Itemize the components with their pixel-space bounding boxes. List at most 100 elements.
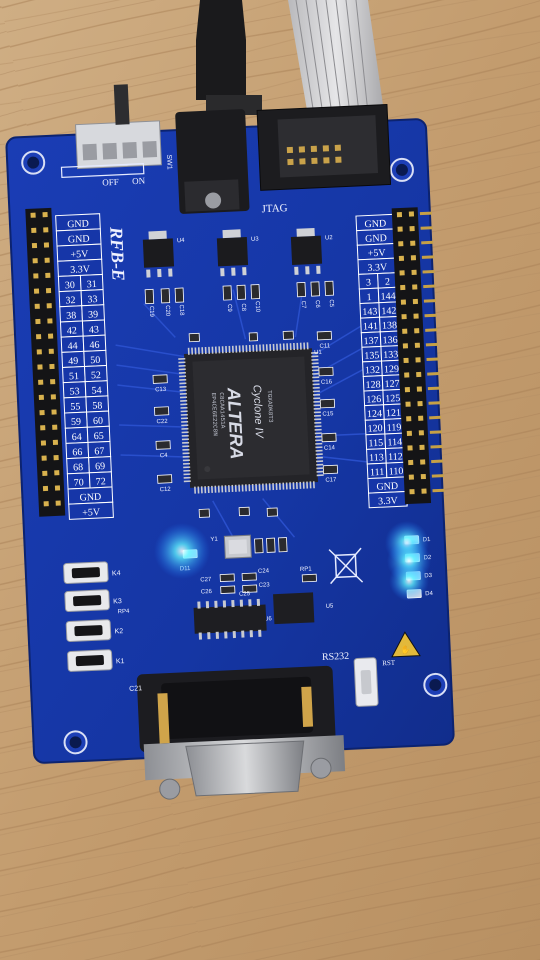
right-pin-number: 127 bbox=[384, 378, 399, 390]
smd-label: C17 bbox=[325, 477, 337, 484]
right-pin-number: 120 bbox=[367, 423, 382, 435]
left-header-pin bbox=[51, 409, 57, 415]
left-pin-number: 38 bbox=[66, 310, 76, 321]
smd-part bbox=[296, 282, 306, 298]
right-pin-number: 132 bbox=[365, 365, 380, 377]
left-header-pin bbox=[36, 334, 42, 340]
left-pin-number: 33 bbox=[87, 294, 97, 305]
right-header-pin bbox=[397, 226, 403, 232]
left-header-pin bbox=[33, 288, 40, 294]
left-pin-number: 58 bbox=[92, 400, 102, 411]
smd-label: C6 bbox=[314, 300, 320, 309]
left-header-pin bbox=[31, 242, 38, 249]
smd-part bbox=[198, 508, 210, 518]
rs232-connector[interactable] bbox=[136, 665, 347, 800]
component-label: C25 bbox=[239, 591, 251, 598]
left-header-pin bbox=[41, 455, 47, 461]
right-pin-number: 3 bbox=[366, 277, 371, 288]
left-header-pin bbox=[43, 242, 50, 248]
power-switch[interactable] bbox=[74, 83, 162, 170]
label-j1: C21 bbox=[129, 685, 142, 693]
left-pin-header[interactable] bbox=[25, 207, 66, 517]
right-pin-number: 111 bbox=[370, 467, 385, 479]
left-pin-number: 32 bbox=[65, 295, 75, 306]
chip-lot: TGXADK8T3 bbox=[266, 390, 274, 423]
left-header-pin bbox=[46, 303, 52, 309]
left-pin-number: 51 bbox=[69, 371, 79, 382]
right-header-pin bbox=[408, 459, 414, 466]
left-pin-number: 43 bbox=[89, 324, 99, 335]
jtag-connector[interactable] bbox=[256, 104, 392, 191]
left-pin-number: 46 bbox=[89, 340, 99, 351]
right-header-pin-tip bbox=[423, 284, 436, 289]
crystal-label: Y1 bbox=[210, 537, 218, 543]
left-pin-number: 64 bbox=[71, 432, 81, 443]
left-pin-number: 30 bbox=[65, 280, 75, 291]
right-header-pin bbox=[402, 328, 408, 334]
smd-part bbox=[152, 374, 168, 384]
switch-outline bbox=[60, 163, 145, 178]
left-header-pin bbox=[47, 333, 54, 339]
right-header-pin bbox=[404, 372, 410, 378]
led-glows bbox=[154, 521, 431, 601]
left-header-pin bbox=[30, 212, 36, 218]
left-pin-number: 55 bbox=[70, 401, 80, 412]
right-header-pin bbox=[404, 386, 411, 393]
right-pin-number: 133 bbox=[383, 349, 398, 361]
button-label: K4 bbox=[112, 570, 121, 577]
left-header-pin bbox=[43, 501, 49, 507]
right-header-pin bbox=[421, 488, 427, 494]
left-header-pin bbox=[37, 364, 43, 370]
right-header-pin bbox=[398, 241, 404, 247]
smd-part bbox=[219, 573, 235, 582]
left-header-pin bbox=[36, 349, 42, 355]
chip-part-number: EP4CE6E22C8N bbox=[210, 393, 219, 437]
right-header-pin-tip bbox=[431, 474, 444, 478]
smd-label: C12 bbox=[160, 487, 172, 494]
left-header-pin bbox=[32, 258, 38, 264]
esd-warning-icon: ✋ bbox=[391, 631, 421, 658]
right-pin-number: 137 bbox=[363, 336, 378, 348]
regulator-u3 bbox=[216, 229, 249, 277]
right-label: 3.3V bbox=[367, 262, 388, 274]
power-cable bbox=[196, 0, 262, 115]
left-header-pin bbox=[39, 409, 45, 416]
smd-label: C10 bbox=[254, 301, 261, 313]
smd-part bbox=[254, 538, 264, 554]
right-pin-number: 144 bbox=[380, 291, 395, 303]
right-pin-number: 143 bbox=[362, 306, 377, 318]
left-label: GND bbox=[68, 234, 90, 246]
label-u4: U4 bbox=[177, 238, 186, 244]
left-header-pin bbox=[55, 500, 61, 506]
right-header-pin bbox=[412, 284, 418, 290]
left-header-pin bbox=[35, 318, 41, 325]
chip-brand: ALTERA bbox=[224, 386, 247, 460]
smd-part bbox=[322, 464, 339, 475]
right-header-pin-tip bbox=[425, 342, 438, 347]
smd-part bbox=[174, 287, 185, 303]
smd-part bbox=[319, 398, 336, 409]
chip-batch: C8CAA1451A bbox=[218, 392, 227, 429]
smd-label: C11 bbox=[319, 343, 330, 350]
right-header-pin bbox=[406, 416, 412, 422]
left-header-pin bbox=[45, 287, 52, 294]
reset-button[interactable] bbox=[353, 657, 379, 707]
smd-part bbox=[144, 288, 155, 305]
right-pin-header[interactable] bbox=[391, 207, 445, 505]
left-pin-number: 65 bbox=[93, 431, 103, 442]
left-pin-number: 72 bbox=[96, 476, 106, 487]
right-header-housing bbox=[391, 207, 432, 505]
smd-label: C20 bbox=[164, 305, 171, 317]
button-cap bbox=[75, 655, 104, 667]
dc-power-jack[interactable] bbox=[175, 109, 250, 214]
left-header-pin bbox=[33, 273, 39, 279]
right-pin-number: 141 bbox=[363, 321, 378, 333]
left-header-pin bbox=[42, 212, 48, 218]
right-header-pin-tip bbox=[422, 269, 435, 274]
smd-part bbox=[154, 406, 170, 416]
right-header-pin bbox=[414, 328, 420, 334]
